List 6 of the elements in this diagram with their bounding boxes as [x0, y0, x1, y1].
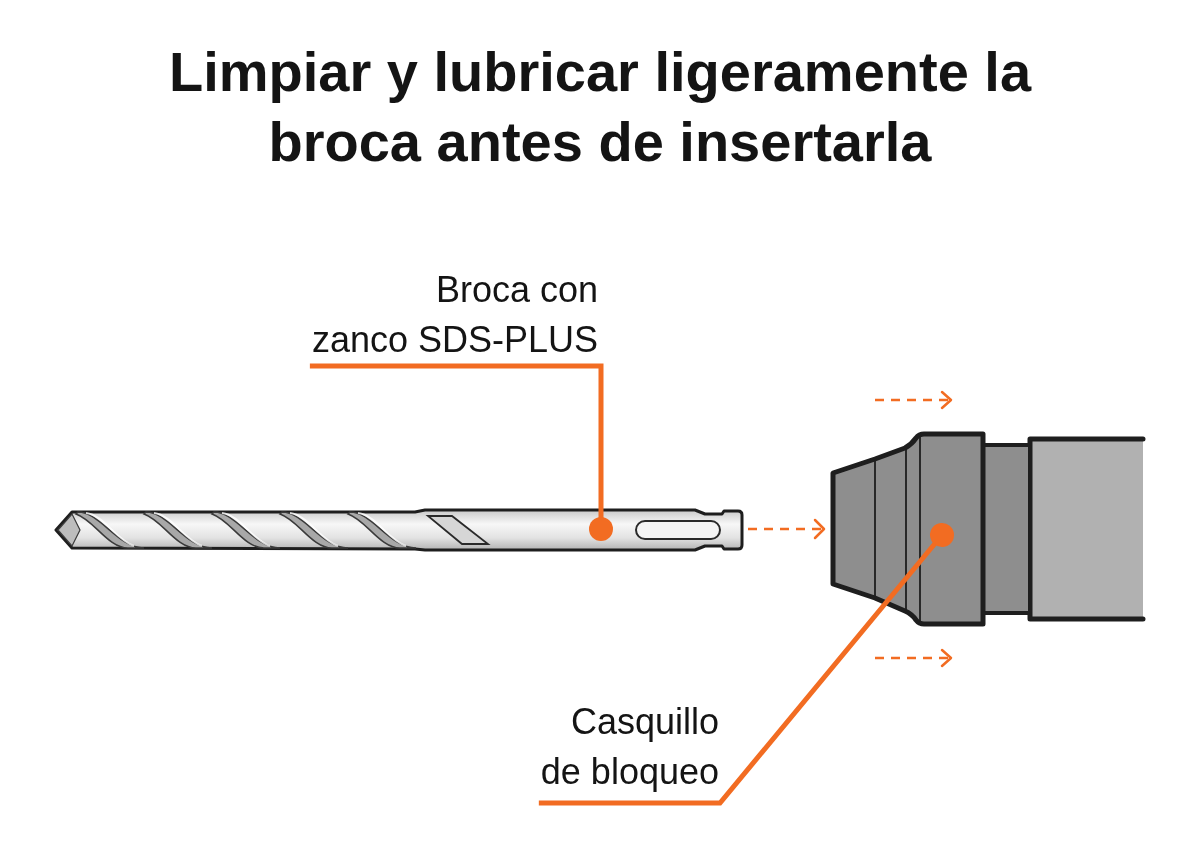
- arrow: [748, 518, 826, 540]
- callout-label: Broca con zanco SDS-PLUS: [311, 265, 598, 365]
- callout-label: Casquillo de bloqueo: [540, 697, 719, 797]
- title: Limpiar y lubricar ligeramente la broca antes de insertarla: [168, 39, 1032, 175]
- chuck-drawing: [828, 430, 1148, 630]
- leader-line: [538, 523, 954, 806]
